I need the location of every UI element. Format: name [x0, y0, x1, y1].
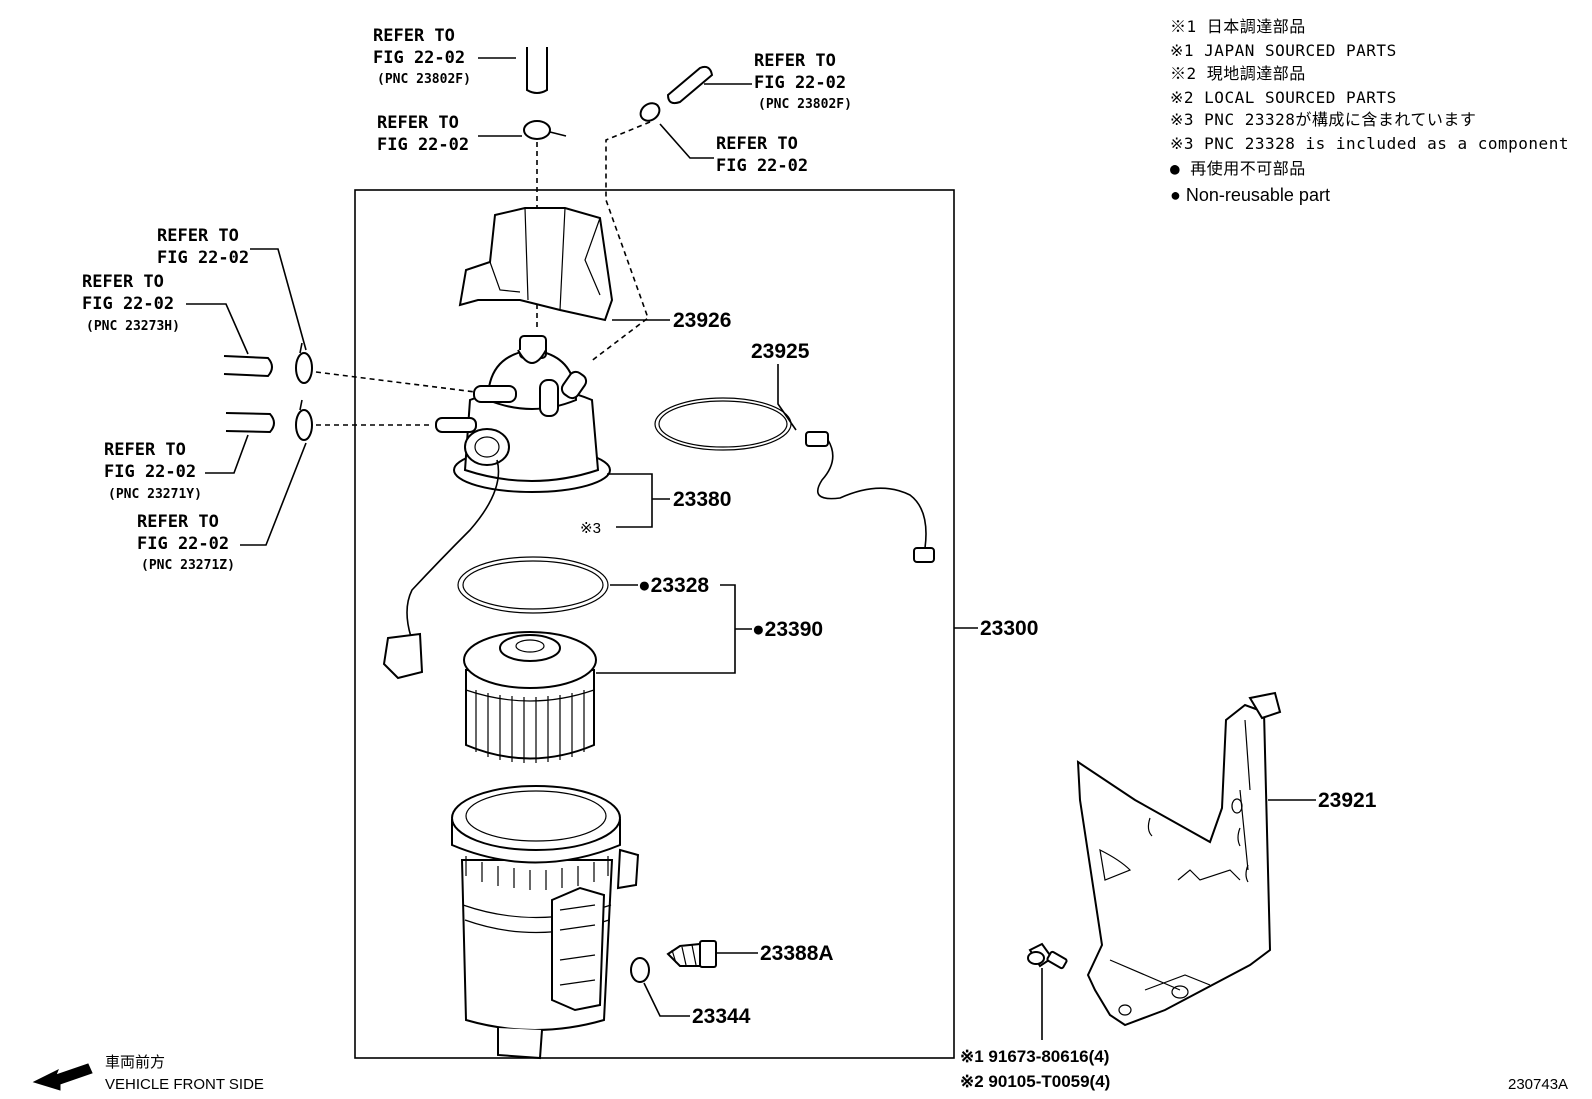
hose-clamp-icon — [295, 342, 313, 384]
part-23921-label: 23921 — [1318, 789, 1377, 812]
part-23926-label: 23926 — [673, 309, 731, 332]
part-23380-label: 23380 — [673, 488, 731, 511]
part-23388a-label: 23388A — [760, 942, 834, 965]
ref-fig: FIG 22-02 — [104, 462, 196, 482]
part-23300-label: 23300 — [980, 617, 1038, 640]
hose-clamp-icon — [639, 102, 661, 122]
oring-23925 — [654, 397, 935, 563]
fuel-hose-icon — [225, 412, 275, 434]
ref-label: REFER TO — [137, 512, 219, 532]
note-local-sourced-en: ※2 LOCAL SOURCED PARTS — [1170, 88, 1397, 107]
ref-label: REFER TO — [104, 440, 186, 460]
ref-label: REFER TO — [373, 26, 455, 46]
ref-left-clamp-lower: REFER TO FIG 22-02 (PNC 23271Z) — [137, 442, 307, 573]
part-23380-component-mark: ※3 — [580, 520, 601, 537]
ref-top-clamp: REFER TO FIG 22-02 — [377, 113, 522, 155]
filter-cover-23926 — [458, 207, 614, 322]
legend-notes: ※1 日本調達部品 ※1 JAPAN SOURCED PARTS ※2 現地調達… — [1170, 17, 1569, 205]
sensor-wire — [406, 459, 500, 641]
vehicle-front-indicator: 車両前方 VEHICLE FRONT SIDE — [32, 1054, 264, 1093]
filter-element-23390 — [463, 631, 597, 763]
fuel-hose-icon — [526, 47, 548, 94]
ref-fig: FIG 22-02 — [157, 248, 249, 268]
wire-connector-icon — [382, 632, 424, 680]
bracket-23921 — [1076, 691, 1282, 1027]
note-japan-sourced-en: ※1 JAPAN SOURCED PARTS — [1170, 41, 1397, 60]
part-23328-label: ●23328 — [638, 574, 709, 597]
front-side-label-jp: 車両前方 — [105, 1054, 165, 1071]
hose-clamp-icon — [295, 399, 313, 441]
ref-fig: FIG 22-02 — [137, 534, 229, 554]
ref-pnc: (PNC 23273H) — [86, 319, 180, 334]
filter-head-23380 — [435, 335, 611, 493]
ref-top-hose: REFER TO FIG 22-02 (PNC 23802F) — [373, 26, 516, 87]
oring-23344 — [630, 957, 650, 983]
front-arrow-icon — [32, 1063, 93, 1091]
ref-pnc: (PNC 23271Y) — [108, 487, 202, 502]
front-side-label-en: VEHICLE FRONT SIDE — [105, 1076, 264, 1093]
ref-fig: FIG 22-02 — [377, 135, 469, 155]
ref-left-clamp-upper: REFER TO FIG 22-02 — [157, 226, 307, 351]
part-23925-label: 23925 — [751, 340, 810, 363]
note-japan-sourced-jp: ※1 日本調達部品 — [1170, 17, 1306, 36]
ref-label: REFER TO — [82, 272, 164, 292]
ref-left-hose-lower: REFER TO FIG 22-02 (PNC 23271Y) — [104, 434, 249, 502]
ref-pnc: (PNC 23802F) — [377, 72, 471, 87]
ref-top-right-hose: REFER TO FIG 22-02 (PNC 23802F) — [704, 51, 852, 112]
note-non-reusable-jp: ● 再使用不可部品 — [1170, 159, 1306, 178]
ref-label: REFER TO — [754, 51, 836, 71]
note-component-jp: ※3 PNC 23328が構成に含まれています — [1170, 110, 1476, 129]
ref-label: REFER TO — [716, 134, 798, 154]
ref-fig: FIG 22-02 — [82, 294, 174, 314]
ref-left-hose-upper: REFER TO FIG 22-02 (PNC 23273H) — [82, 272, 249, 355]
note-non-reusable-en: ● Non-reusable part — [1170, 185, 1330, 205]
bolt-local-part-number: ※2 90105-T0059(4) — [960, 1072, 1110, 1091]
bolt-japan-part-number: ※1 91673-80616(4) — [960, 1047, 1109, 1066]
drain-plug-23388a — [666, 940, 717, 968]
ref-fig: FIG 22-02 — [754, 73, 846, 93]
ref-pnc: (PNC 23271Z) — [141, 558, 235, 573]
ref-fig: FIG 22-02 — [716, 156, 808, 176]
part-23390-label: ●23390 — [752, 618, 823, 641]
note-local-sourced-jp: ※2 現地調達部品 — [1170, 64, 1306, 83]
filter-case — [451, 785, 640, 1060]
fuel-hose-icon — [223, 355, 273, 378]
bolt-icon — [1027, 942, 1068, 970]
ref-fig: FIG 22-02 — [373, 48, 465, 68]
hose-clamp-icon — [523, 120, 567, 140]
oring-23328 — [457, 556, 609, 614]
ref-label: REFER TO — [157, 226, 239, 246]
figure-id: 230743A — [1508, 1076, 1568, 1093]
ref-top-right-clamp: REFER TO FIG 22-02 — [659, 123, 808, 176]
part-23344-label: 23344 — [692, 1005, 751, 1028]
fuel-hose-icon — [666, 65, 714, 105]
ref-pnc: (PNC 23802F) — [758, 97, 852, 112]
ref-label: REFER TO — [377, 113, 459, 133]
assembly-23300-frame — [354, 189, 955, 1059]
note-component-en: ※3 PNC 23328 is included as a component — [1170, 134, 1569, 153]
